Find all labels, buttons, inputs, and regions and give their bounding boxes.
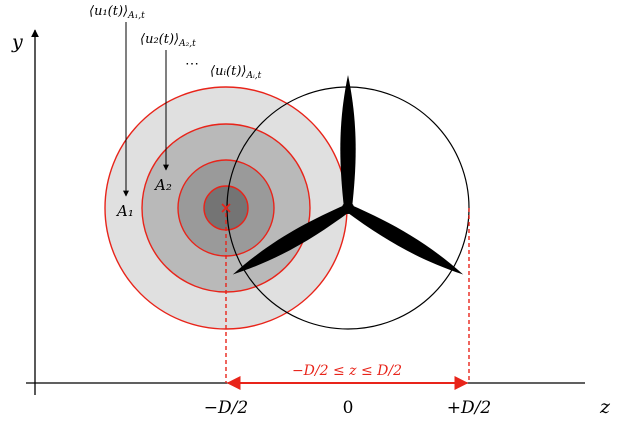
z-axis-label: z: [599, 396, 611, 418]
y-axis-label: y: [11, 31, 23, 53]
tick-minus-half-d: −D/2: [204, 398, 248, 418]
u1-label: ⟨u₁(t)⟩A₁,t: [89, 4, 145, 21]
blade-lower-left: [232, 204, 350, 275]
ellipsis: ⋯: [185, 56, 199, 72]
center-mark: [221, 203, 231, 213]
blade-up: [340, 75, 356, 208]
tick-zero: 0: [343, 398, 354, 418]
turbine-blades: [232, 75, 464, 275]
ui-label: ⟨uᵢ(t)⟩Aᵢ,t: [210, 64, 262, 81]
range-label: −D/2 ≤ z ≤ D/2: [292, 363, 402, 379]
blade-lower-right: [346, 204, 464, 275]
hub: [342, 202, 354, 214]
u2-label: ⟨u₂(t)⟩A₂,t: [140, 32, 196, 49]
a2-label: A₂: [153, 176, 172, 194]
a1-label: A₁: [115, 202, 134, 220]
tick-plus-half-d: +D/2: [447, 398, 491, 418]
